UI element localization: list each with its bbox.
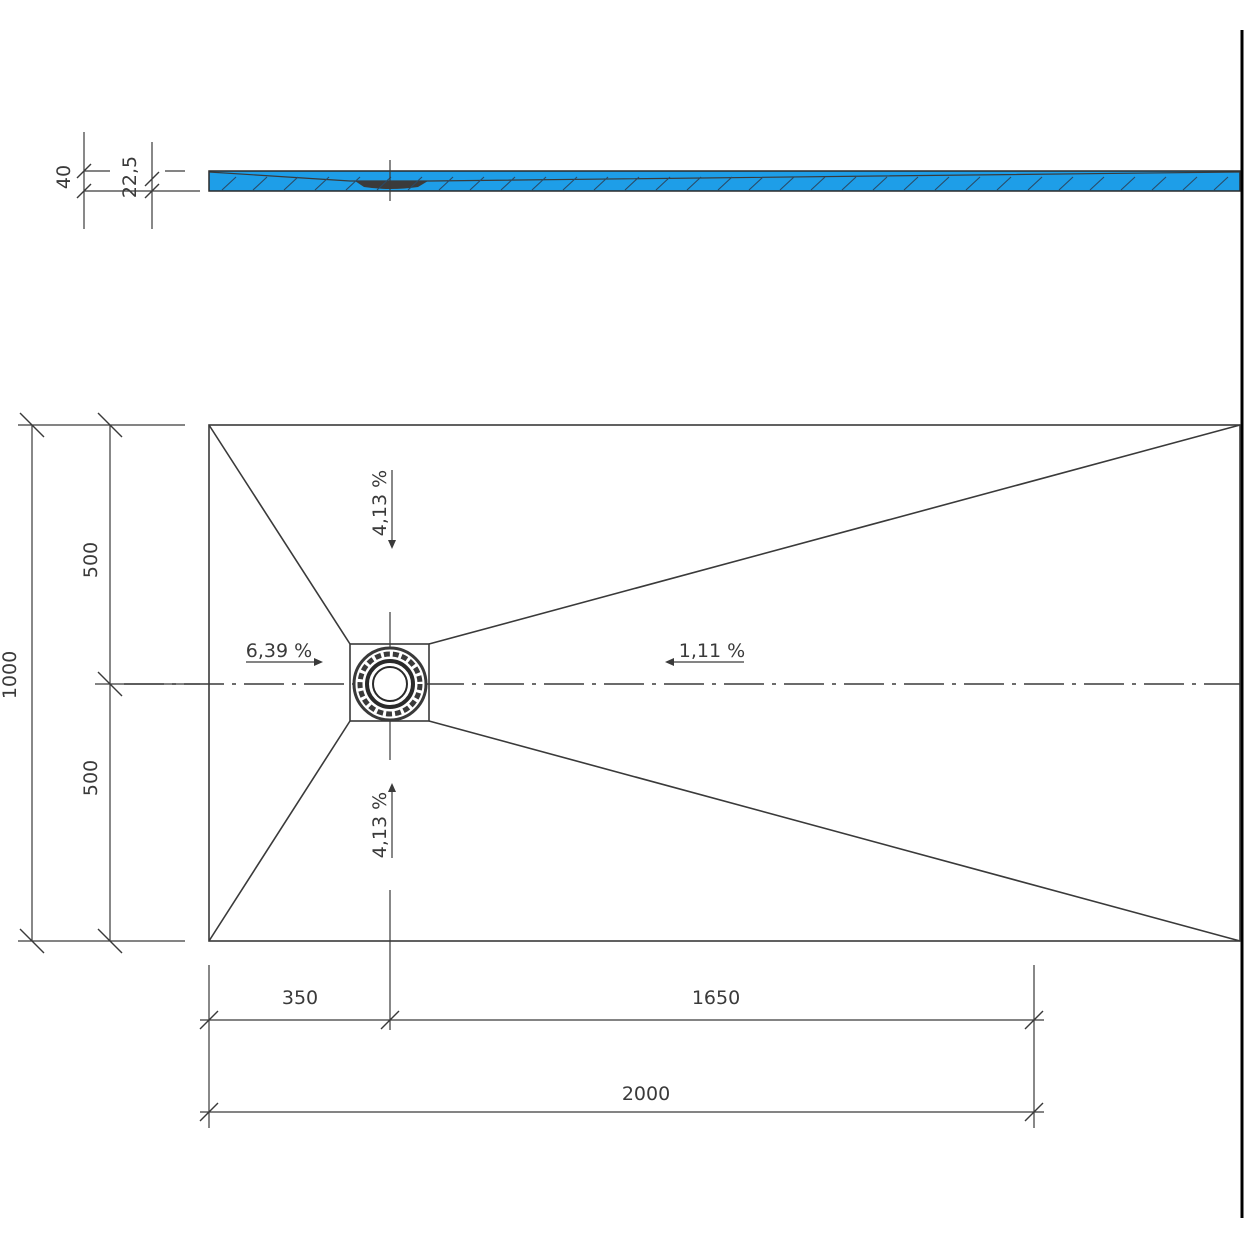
hatch-stroke xyxy=(376,176,392,191)
hatch-stroke xyxy=(1120,176,1136,191)
hatch-stroke xyxy=(903,176,919,191)
hatch-stroke xyxy=(562,176,578,191)
hatch-stroke xyxy=(872,176,888,191)
hatch-stroke xyxy=(345,176,361,191)
tray-section-body xyxy=(208,170,1241,192)
dim-horizontal: 350 1650 2000 xyxy=(199,965,1044,1128)
hatch-stroke xyxy=(1151,176,1167,191)
slope-right: 1,11 % xyxy=(665,640,745,666)
tray-outline xyxy=(208,424,1241,942)
slope-bottom-arrowhead xyxy=(388,783,396,792)
hatch-stroke xyxy=(965,176,981,191)
slope-left-label: 6,39 % xyxy=(246,640,312,662)
valley-line-bottom-left xyxy=(208,720,351,942)
hatch-stroke xyxy=(717,176,733,191)
hatch-stroke xyxy=(748,176,764,191)
hatch-stroke xyxy=(252,176,268,191)
hatch-stroke xyxy=(624,176,640,191)
dim-22-5-label: 22,5 xyxy=(119,156,141,198)
slope-left: 6,39 % xyxy=(246,640,323,666)
drain-recess xyxy=(355,181,428,189)
dim-350-label: 350 xyxy=(282,987,318,1009)
hatch-stroke xyxy=(314,176,330,191)
dim-1650-label: 1650 xyxy=(692,987,740,1009)
dim-1000-label: 1000 xyxy=(0,651,21,699)
hatch-stroke xyxy=(841,176,857,191)
hatch-stroke xyxy=(1089,176,1105,191)
valley-line-bottom-right xyxy=(428,720,1241,942)
plan-view: 4,13 % 4,13 % 6,39 % 1,11 % xyxy=(0,412,1241,1128)
hatch-stroke xyxy=(1058,176,1074,191)
hatch-stroke xyxy=(283,176,299,191)
slope-top-arrowhead xyxy=(388,540,396,549)
hatch-stroke xyxy=(221,176,237,191)
dim-vertical: 1000 500 500 xyxy=(0,412,200,954)
hatch-stroke xyxy=(686,176,702,191)
hatch-stroke xyxy=(500,176,516,191)
hatch-stroke xyxy=(934,176,950,191)
slope-left-arrowhead xyxy=(314,658,323,666)
hatch-stroke xyxy=(779,176,795,191)
slope-bottom-label: 4,13 % xyxy=(369,792,391,858)
valley-line-top-right xyxy=(428,424,1241,645)
dim-500-top-label: 500 xyxy=(80,542,102,578)
section-hatching xyxy=(221,176,1229,191)
slope-top-label: 4,13 % xyxy=(369,470,391,536)
valley-line-top-left xyxy=(208,424,351,645)
hatch-stroke xyxy=(593,176,609,191)
hatch-stroke xyxy=(655,176,671,191)
hatch-stroke xyxy=(1027,176,1043,191)
dim-2000-label: 2000 xyxy=(622,1083,670,1105)
hatch-stroke xyxy=(996,176,1012,191)
drain-grate-icon xyxy=(352,646,428,722)
section-view: 40 22,5 xyxy=(53,132,1241,229)
hatch-stroke xyxy=(1182,176,1198,191)
dim-500-bottom-label: 500 xyxy=(80,760,102,796)
hatch-stroke xyxy=(407,176,423,191)
slope-bottom: 4,13 % xyxy=(369,783,396,858)
hatch-stroke xyxy=(438,176,454,191)
hatch-stroke xyxy=(531,176,547,191)
hatch-stroke xyxy=(469,176,485,191)
hatch-stroke xyxy=(810,176,826,191)
dim-40-label: 40 xyxy=(53,165,75,189)
slope-right-label: 1,11 % xyxy=(679,640,745,662)
slope-top: 4,13 % xyxy=(369,470,396,549)
hatch-stroke xyxy=(1213,176,1229,191)
slope-right-arrowhead xyxy=(665,658,674,666)
dim-22-tick-top xyxy=(144,171,160,187)
